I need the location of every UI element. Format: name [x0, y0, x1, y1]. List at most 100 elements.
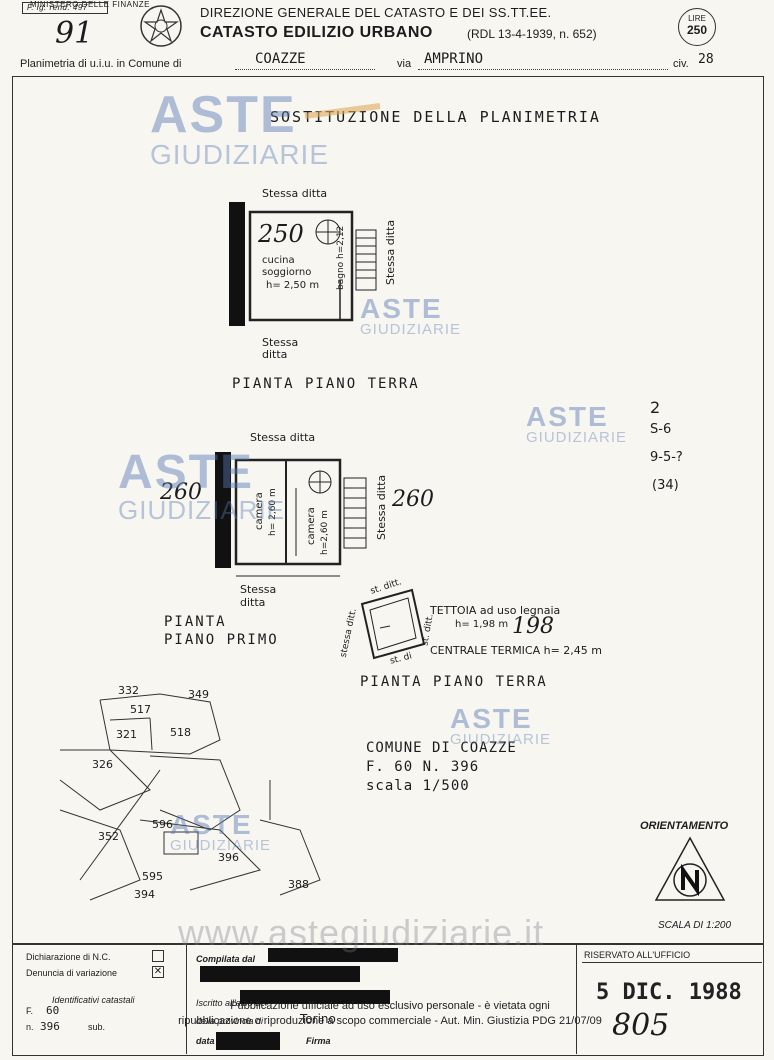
civ-value: 28 — [698, 52, 714, 67]
watermark-aste-text: ASTE — [118, 446, 255, 499]
planimetria-label: Planimetria di u.i.u. in Comune di — [20, 58, 182, 70]
gf-bottom-ditta-2: ditta — [262, 348, 288, 361]
side-note-3: 9-5-? — [650, 450, 683, 465]
cadastral-map — [59, 693, 321, 901]
gf-room-h: h= 2,50 m — [266, 280, 320, 291]
lire-label: LIRE — [688, 14, 706, 23]
direzione-title: DIREZIONE GENERALE DEL CATASTO E DEI SS.… — [200, 5, 552, 20]
compass-north-icon — [654, 836, 726, 901]
parcel-388: 388 — [288, 878, 309, 891]
gf-bagno: bagno h=2,12 — [336, 225, 346, 290]
redaction-name — [268, 948, 398, 962]
ff-camera-2-h: h=2,60 m — [320, 510, 330, 555]
catasto-title: CATASTO EDILIZIO URBANO — [200, 24, 433, 41]
ff-camera-2: camera — [306, 507, 317, 545]
ff-right-ditta: Stessa ditta — [375, 474, 388, 540]
parcel-332: 332 — [118, 684, 139, 697]
iscritto-label: Iscritto all'albo dei — [196, 998, 268, 1008]
via-label: via — [397, 58, 412, 70]
watermark-logo-6: ASTE GIUDIZIARIE — [170, 809, 272, 854]
scala-bottom: SCALA DI 1:200 — [658, 920, 732, 931]
watermark-giudiziarie-text: GIUDIZIARIE — [150, 139, 330, 170]
n-label: n. — [26, 1022, 34, 1032]
firma-label: Firma — [306, 1036, 331, 1046]
annex-plan — [360, 588, 426, 660]
map-comune: COMUNE DI COAZZE — [366, 740, 517, 756]
gf-right-ditta: Stessa ditta — [384, 219, 397, 285]
via-value: AMPRINO — [424, 51, 484, 67]
gf-bottom-ditta-1: Stessa — [262, 336, 299, 349]
annex-tettoia-h: h= 1,98 m — [455, 619, 509, 630]
form-code: F. ig. rend. 497 — [22, 2, 108, 14]
footer-divider-2 — [576, 944, 577, 1054]
parcel-352: 352 — [98, 830, 119, 843]
watermark-giudiziarie-text: GIUDIZIARIE — [170, 837, 272, 854]
watermark-logo-2: ASTE GIUDIZIARIE — [360, 295, 462, 338]
redaction-albo — [240, 990, 390, 1004]
provincia-label: della provincia di — [196, 1016, 264, 1026]
gf-room-1: cucina — [262, 255, 295, 266]
annex-surface: 198 — [512, 614, 554, 639]
watermark-site: www.astegiudiziarie.it — [178, 912, 545, 953]
gf-surface: 250 — [258, 220, 304, 248]
publication-line-1: Pubblicazione ufficiale ad uso esclusivo… — [230, 1000, 550, 1012]
dichiarazione-checkbox — [152, 950, 164, 962]
denuncia-checkbox-checked-icon: ✕ — [152, 966, 164, 978]
publication-line-2: ripubblicazione o riproduzione a scopo c… — [178, 1015, 602, 1027]
footer-box — [12, 944, 764, 1056]
parcel-595: 595 — [142, 870, 163, 883]
watermark-logo-1: ASTE GIUDIZIARIE — [150, 89, 330, 170]
parcel-596: 596 — [152, 818, 173, 831]
n-value: 396 — [40, 1020, 60, 1033]
parcel-326: 326 — [92, 758, 113, 771]
riservato-line — [582, 962, 762, 963]
comune-line — [235, 69, 375, 70]
sheet-number: 91 — [55, 16, 94, 51]
ff-plan-label-1: PIANTA — [164, 614, 227, 630]
ff-top-ditta: Stessa ditta — [250, 431, 316, 444]
watermark-logo-4: ASTE GIUDIZIARIE — [118, 446, 286, 525]
watermark-aste-text: ASTE — [170, 809, 253, 840]
gf-top-ditta: Stessa ditta — [262, 187, 328, 200]
ff-surface-right: 260 — [392, 487, 434, 512]
catasto-ref: (RDL 13-4-1939, n. 652) — [467, 27, 597, 41]
foglio-label: F. — [26, 1006, 34, 1016]
sub-label: sub. — [88, 1022, 106, 1032]
ministry-label: MINISTERO DELLE FINANZE — [30, 0, 150, 9]
via-line — [418, 69, 668, 70]
first-floor-plan — [215, 452, 367, 577]
parcel-517: 517 — [130, 703, 151, 716]
comune-value: COAZZE — [255, 51, 306, 67]
civ-label: civ. — [673, 58, 689, 70]
parcel-518: 518 — [170, 726, 191, 739]
parcel-321: 321 — [116, 728, 137, 741]
riservato-label: RISERVATO ALL'UFFICIO — [584, 950, 691, 960]
dichiarazione-label: Dichiarazione di N.C. — [26, 952, 111, 962]
foglio-value: 60 — [46, 1004, 60, 1017]
compilata-label: Compilata dal — [196, 954, 256, 964]
republic-emblem-icon — [140, 5, 182, 47]
watermark-giudiziarie-text: GIUDIZIARIE — [526, 429, 628, 446]
provincia-value: Torino — [300, 1012, 336, 1026]
denuncia-label: Denuncia di variazione — [26, 968, 118, 978]
ff-bottom-ditta-2: ditta — [240, 596, 266, 609]
ff-plan-label-2: PIANO PRIMO — [164, 632, 279, 648]
gf-room-2: soggiorno — [262, 267, 312, 278]
parcel-396: 396 — [218, 851, 239, 864]
redaction-title — [200, 966, 360, 982]
side-note-2: S-6 — [650, 422, 672, 437]
watermark-giudiziarie-text: GIUDIZIARIE — [360, 321, 462, 338]
annex-centrale: CENTRALE TERMICA h= 2,45 m — [430, 644, 603, 657]
annex-plan-label: PIANTA PIANO TERRA — [360, 674, 548, 690]
map-scala: scala 1/500 — [366, 778, 470, 794]
data-label: data — [196, 1036, 215, 1046]
redaction-date — [216, 1032, 280, 1050]
gf-plan-label: PIANTA PIANO TERRA — [232, 376, 420, 392]
watermark-giudiziarie-text: GIUDIZIARIE — [118, 495, 286, 525]
watermark-logo-3: ASTE GIUDIZIARIE — [526, 401, 628, 446]
watermark-aste-text: ASTE — [526, 401, 609, 432]
lire-value: 250 — [686, 23, 708, 37]
identificativi-label: Identificativi catastali — [52, 995, 135, 1005]
stamp-number: 805 — [612, 1008, 670, 1043]
drawing-frame — [12, 76, 764, 944]
